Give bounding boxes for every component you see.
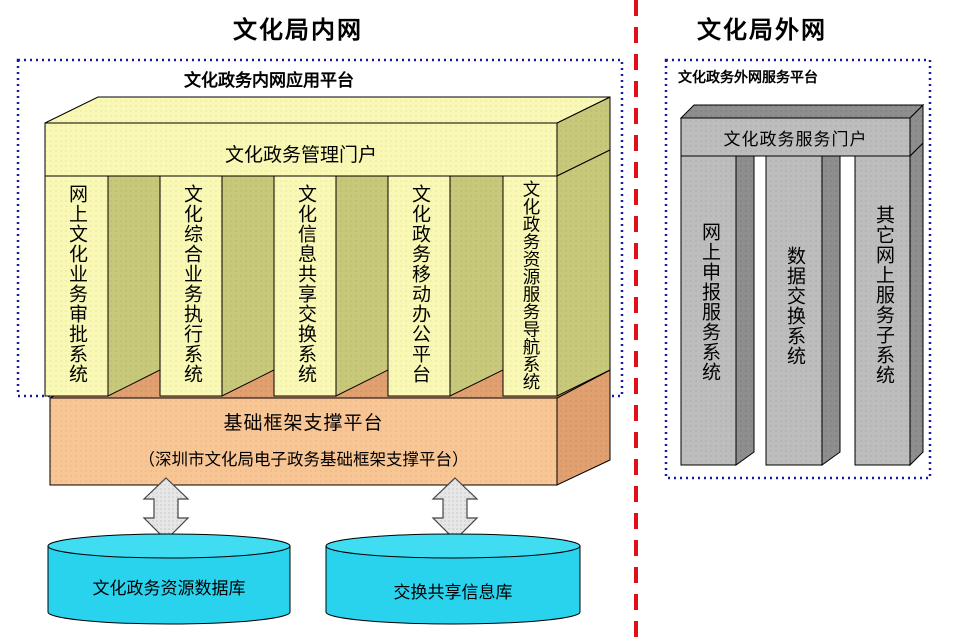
- ext-pillar-side-3: [909, 141, 924, 467]
- intranet-platform-title: 文化政务内网应用平台: [184, 71, 354, 91]
- database-1-shape: [47, 545, 291, 625]
- pillar-side-3: [335, 175, 389, 397]
- intranet-portal-label: 文化政务管理门户: [224, 144, 377, 166]
- ext-pillar-side-2: [821, 142, 841, 466]
- base-platform-label: 基础框架支撑平台: [223, 412, 384, 434]
- ext-portal-top: [679, 104, 925, 119]
- ext-system-label: 其它网上服务子系统: [873, 205, 895, 385]
- system-label: 文化信息共享交换系统: [295, 184, 317, 384]
- ext-portal-face: [680, 117, 911, 157]
- extranet-platform-frame: [664, 58, 932, 480]
- ext-pillar-1: [680, 155, 737, 466]
- ext-system-label: 数据交换系统: [784, 246, 806, 366]
- pillar-5: [502, 175, 558, 397]
- database-label: 文化政务资源数据库: [92, 579, 246, 599]
- system-label: 网上文化业务审批系统: [66, 184, 88, 384]
- database-1-top: [47, 533, 291, 559]
- base-platform-subtitle: （深圳市文化局电子政务基础框架支撑平台）: [138, 450, 469, 469]
- ext-pillar-side-1: [735, 142, 755, 466]
- pillar-side-4: [449, 175, 504, 397]
- portal-block-top: [44, 96, 611, 124]
- pillar-3: [273, 175, 337, 397]
- ext-pillar-2: [765, 155, 823, 466]
- system-label: 文化综合业务执行系统: [181, 184, 203, 384]
- portal-block-face: [44, 122, 558, 177]
- extranet-portal-label: 文化政务服务门户: [723, 130, 868, 150]
- system-label: 文化政务资源服务导航系统: [520, 180, 540, 390]
- pillar-1: [44, 175, 109, 397]
- ext-pillar-3: [854, 155, 911, 466]
- pillar-4: [387, 175, 451, 397]
- pillar-side-5: [556, 149, 611, 397]
- base-platform-face: [49, 397, 558, 486]
- intranet-title: 文化局内网: [233, 16, 363, 44]
- pillar-side-1: [107, 175, 161, 397]
- extranet-title: 文化局外网: [697, 16, 827, 44]
- pillar-side-2: [221, 175, 275, 397]
- database-2-top: [325, 533, 581, 559]
- database-label: 交换共享信息库: [393, 583, 513, 603]
- arrow-left: [142, 477, 190, 541]
- ext-system-label: 网上申报服务系统: [699, 222, 721, 382]
- system-label: 文化政务移动办公平台: [409, 184, 431, 384]
- pillar-2: [159, 175, 223, 397]
- arrow-right: [431, 477, 479, 541]
- extranet-platform-title: 文化政务外网服务平台: [678, 70, 818, 86]
- database-2-shape: [325, 545, 581, 625]
